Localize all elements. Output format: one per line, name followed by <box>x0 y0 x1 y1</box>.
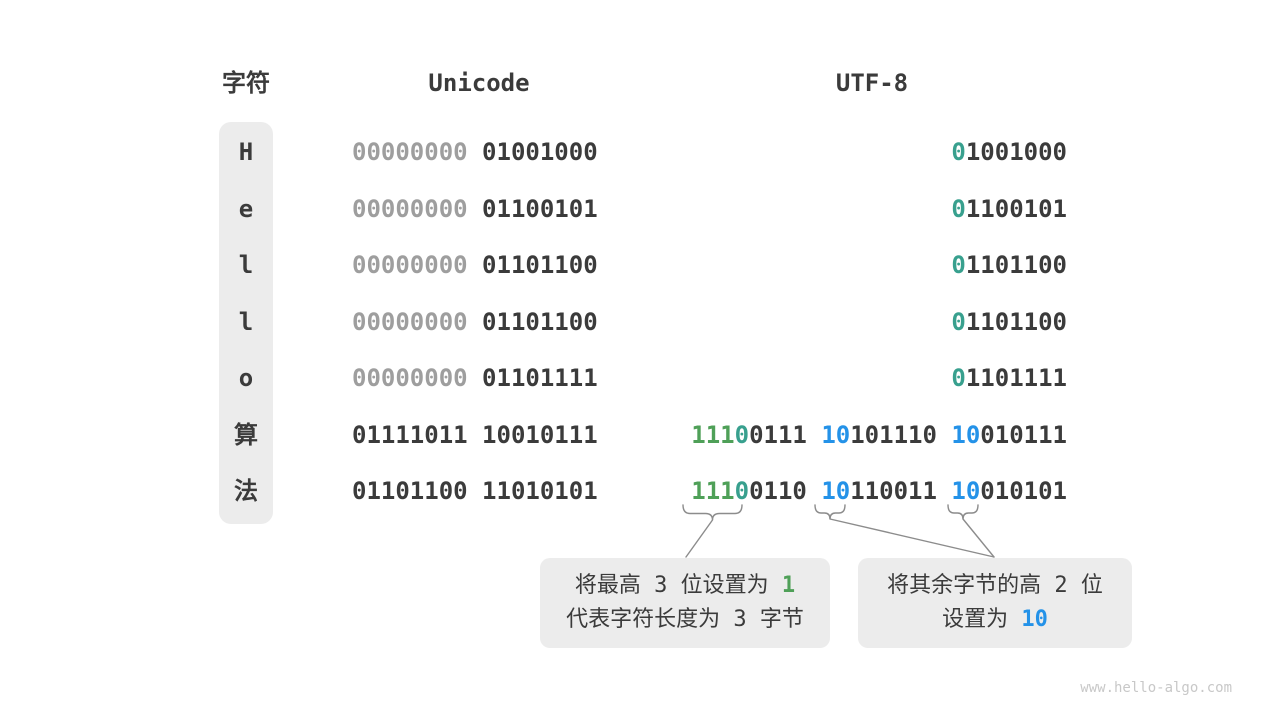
char-cell: 算 <box>234 421 258 449</box>
unicode-cell: 00000000 01001000 <box>352 137 598 167</box>
binary-segment: 将其余字节的高 <box>887 573 1042 598</box>
binary-segment: 111 <box>691 421 735 449</box>
unicode-cell: 01101100 11010101 <box>352 476 598 506</box>
callout-line: 代表字符长度为 3 字节 <box>566 603 804 637</box>
binary-segment: 1001000 <box>965 138 1067 166</box>
utf8-cell: 11100111 10101110 10010111 <box>691 420 1067 450</box>
binary-segment: 00000000 <box>352 308 468 336</box>
binary-segment: 1100101 <box>965 195 1067 223</box>
column-header-unicode: Unicode <box>428 69 530 97</box>
binary-segment: 00000000 <box>352 364 468 392</box>
char-cell: l <box>238 251 254 279</box>
binary-segment: 0110 <box>749 477 822 505</box>
binary-segment: 10 <box>951 477 981 505</box>
binary-segment: 01001000 <box>467 138 598 166</box>
callout-cont-bits: 将其余字节的高 2 位设置为 10 <box>858 558 1132 648</box>
char-cell: H <box>238 138 254 166</box>
binary-segment: 10 <box>951 421 981 449</box>
binary-segment: 010111 <box>980 421 1067 449</box>
character-column-background <box>219 122 273 524</box>
char-cell: e <box>238 195 254 223</box>
underbrace-cont-bits-1 <box>814 504 846 520</box>
binary-segment: 01100101 <box>467 195 598 223</box>
binary-segment: 0 <box>951 364 966 392</box>
unicode-cell: 00000000 01101100 <box>352 307 598 337</box>
binary-segment: 00000000 <box>352 138 468 166</box>
binary-segment: 110011 <box>850 477 952 505</box>
binary-segment: 位 <box>1080 573 1103 598</box>
unicode-cell: 00000000 01101111 <box>352 363 598 393</box>
binary-segment: 1 <box>768 573 796 598</box>
char-cell: l <box>238 308 254 336</box>
binary-segment: 101110 <box>850 421 952 449</box>
binary-segment: 3 <box>640 573 681 598</box>
callout-line: 设置为 10 <box>942 603 1048 637</box>
utf8-cell: 01101100 <box>951 307 1067 337</box>
binary-segment: 设置为 <box>942 607 1009 632</box>
connector-line-right <box>962 518 995 558</box>
column-header-utf8: UTF-8 <box>835 69 909 97</box>
binary-segment: 2 <box>1041 573 1081 598</box>
column-header-char: 字符 <box>222 69 270 97</box>
binary-segment: 0111 <box>749 421 822 449</box>
binary-segment: 字节 <box>759 607 804 632</box>
utf8-cell: 11100110 10110011 10010101 <box>691 476 1067 506</box>
char-cell: o <box>238 364 254 392</box>
char-cell: 法 <box>234 477 258 505</box>
binary-segment: 00000000 <box>352 251 468 279</box>
utf8-cell: 01001000 <box>951 137 1067 167</box>
binary-segment: 1101100 <box>965 251 1067 279</box>
binary-segment: 0 <box>951 195 966 223</box>
connector-line-left <box>685 519 714 558</box>
utf8-cell: 01100101 <box>951 194 1067 224</box>
underbrace-cont-bits-2 <box>947 504 979 520</box>
binary-segment: 01101111 <box>467 364 598 392</box>
binary-segment: 01101100 <box>467 308 598 336</box>
binary-segment: 0 <box>951 138 966 166</box>
binary-segment: 10 <box>821 421 851 449</box>
utf8-cell: 01101111 <box>951 363 1067 393</box>
binary-segment: 代表字符长度为 <box>566 607 721 632</box>
callout-line: 将其余字节的高 2 位 <box>887 569 1103 603</box>
binary-segment: 111 <box>691 477 735 505</box>
underbrace-lead-bits <box>682 504 743 521</box>
binary-segment: 01101100 11010101 <box>352 477 598 505</box>
binary-segment: 0 <box>734 477 750 505</box>
binary-segment: 0 <box>734 421 750 449</box>
binary-segment: 位设置为 <box>680 573 769 598</box>
binary-segment: 10 <box>821 477 851 505</box>
binary-segment: 01111011 10010111 <box>352 421 598 449</box>
connector-line-mid <box>829 518 995 558</box>
binary-segment: 01101100 <box>467 251 598 279</box>
binary-segment: 00000000 <box>352 195 468 223</box>
binary-segment: 010101 <box>980 477 1067 505</box>
unicode-cell: 00000000 01101100 <box>352 250 598 280</box>
binary-segment: 1101100 <box>965 308 1067 336</box>
binary-segment: 将最高 <box>574 573 641 598</box>
binary-segment: 10 <box>1008 607 1048 632</box>
unicode-cell: 00000000 01100101 <box>352 194 598 224</box>
binary-segment: 3 <box>720 607 760 632</box>
unicode-cell: 01111011 10010111 <box>352 420 598 450</box>
watermark: www.hello-algo.com <box>1080 680 1232 696</box>
callout-line: 将最高 3 位设置为 1 <box>575 569 795 603</box>
binary-segment: 1101111 <box>965 364 1067 392</box>
utf8-cell: 01101100 <box>951 250 1067 280</box>
binary-segment: 0 <box>951 251 966 279</box>
binary-segment: 0 <box>951 308 966 336</box>
